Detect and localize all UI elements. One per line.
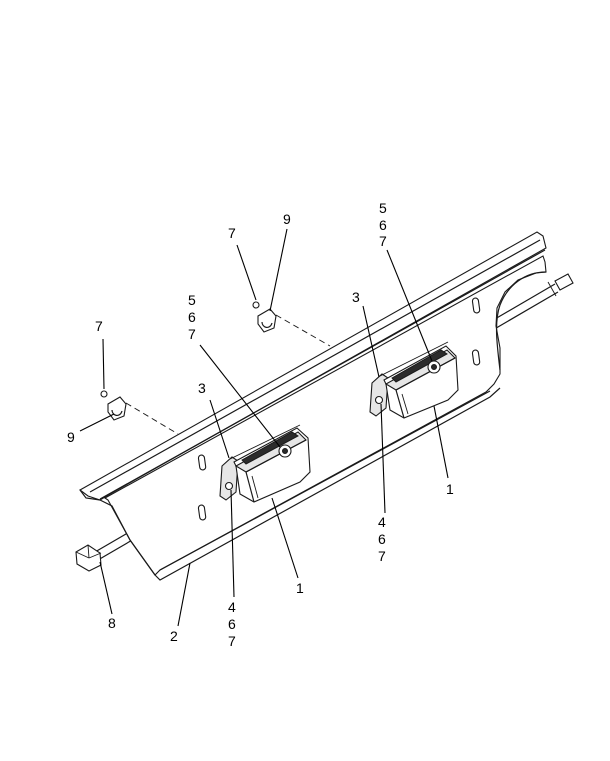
callout-right-light: 1 (446, 481, 454, 497)
callout-left-clip-screw: 7 (95, 318, 103, 334)
callout-left-light-bracket: 3 (198, 380, 206, 396)
callout-right-light-top-3: 7 (379, 233, 387, 249)
callout-right-light-bracket: 3 (352, 289, 360, 305)
callout-channel: 2 (170, 628, 178, 644)
callout-right-light-bottom-3: 7 (378, 548, 386, 564)
callout-right-light-bottom-2: 6 (378, 531, 386, 547)
callout-labels: 7 9 7 9 5 6 7 3 4 6 7 1 5 6 7 3 4 6 7 1 … (67, 200, 454, 649)
callout-left-light-bottom-1: 4 (228, 599, 236, 615)
callout-left-light-top-1: 5 (188, 292, 196, 308)
callout-left-clip: 9 (67, 429, 75, 445)
callout-left-light-top-3: 7 (188, 326, 196, 342)
callout-left-light: 1 (296, 580, 304, 596)
top-harness-clip (252, 301, 331, 347)
harness-connector (75, 544, 102, 572)
callout-right-light-bottom-1: 4 (378, 514, 386, 530)
callout-right-light-top-1: 5 (379, 200, 387, 216)
mounting-channel (78, 231, 547, 581)
left-light-bracket (219, 456, 239, 501)
right-light-bracket (369, 373, 389, 417)
right-marker-light (369, 341, 459, 419)
slot (471, 297, 481, 314)
leader-lines (79, 228, 449, 627)
left-marker-light (219, 424, 311, 503)
right-bracket-screw (374, 395, 384, 405)
left-bracket-screw (224, 481, 234, 491)
callout-left-light-bottom-2: 6 (228, 616, 236, 632)
callout-left-light-top-2: 6 (188, 309, 196, 325)
left-harness-clip (100, 390, 179, 435)
slot (197, 454, 207, 471)
callout-right-light-top-2: 6 (379, 217, 387, 233)
left-clip-screw (100, 390, 108, 398)
callout-top-clip-screw: 7 (228, 225, 236, 241)
slot (471, 349, 481, 366)
callout-top-clip: 9 (283, 211, 291, 227)
top-clip-screw (252, 301, 260, 309)
callout-left-light-bottom-3: 7 (228, 633, 236, 649)
slot (197, 504, 207, 521)
callout-harness-connector: 8 (108, 615, 116, 631)
harness-end-connector (554, 273, 574, 291)
